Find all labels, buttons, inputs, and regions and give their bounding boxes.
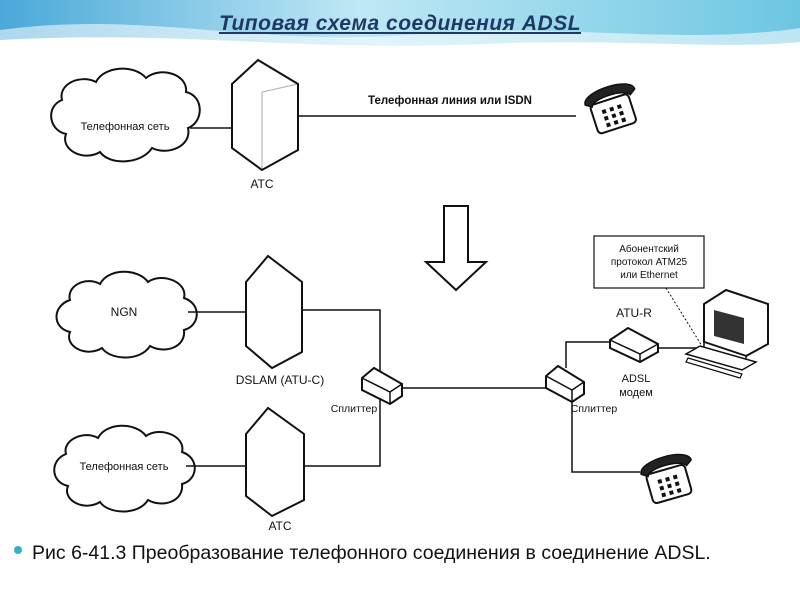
caption-text: Рис 6-41.3 Преобразование телефонного со… — [32, 542, 711, 564]
left-splitter: Сплиттер — [331, 366, 403, 415]
bottom-exchange-label: АТС — [268, 519, 291, 533]
dslam-to-splitter-line — [302, 309, 381, 372]
top-telephone-network-label: Телефонная сеть — [81, 121, 170, 133]
right-splitter: Сплиттер — [545, 364, 618, 415]
top-exchange-label: АТС — [250, 177, 273, 191]
splitter-to-modem-line — [565, 341, 612, 368]
bottom-exchange-box: АТС — [245, 406, 305, 533]
protocol-label-line-3: или Ethernet — [620, 270, 678, 281]
computer-icon — [684, 288, 769, 379]
exchange-to-splitter-line — [304, 398, 381, 467]
protocol-label-line-2: протокол АТМ25 — [611, 257, 688, 268]
modem-label-line-2: модем — [619, 387, 653, 399]
right-splitter-label: Сплиттер — [571, 403, 618, 415]
slide-title: Типовая схема соединения ADSL — [218, 12, 582, 35]
dslam-box: DSLAM (ATU-C) — [236, 254, 324, 387]
bottom-telephone-network-label: Телефонная сеть — [80, 461, 169, 473]
bottom-telephone-network-cloud: Телефонная сеть — [53, 424, 196, 513]
top-line-label: Телефонная линия или ISDN — [368, 95, 532, 107]
bottom-telephone-icon — [637, 448, 702, 507]
transition-arrow-icon — [423, 205, 489, 292]
top-telephone-icon — [580, 78, 646, 137]
atu-r-label: ATU-R — [616, 306, 652, 320]
splitter-to-phone-line — [571, 402, 640, 473]
header-wave-background — [0, 0, 800, 52]
ngn-cloud: NGN — [55, 270, 198, 359]
protocol-label-line-1: Абонентский — [619, 243, 679, 255]
protocol-callout: Абонентский протокол АТМ25 или Ethernet — [593, 235, 705, 347]
bullet-icon — [14, 546, 22, 554]
modem-label-line-1: ADSL — [622, 373, 651, 385]
top-telephone-network-cloud: Телефонная сеть — [50, 67, 201, 163]
dslam-label: DSLAM (ATU-C) — [236, 373, 324, 387]
slide-header: Типовая схема соединения ADSL — [0, 0, 800, 52]
ngn-label: NGN — [111, 305, 138, 319]
top-exchange-box: АТС — [231, 58, 299, 191]
atu-r-modem: ATU-R ADSL модем — [609, 306, 659, 399]
left-splitter-label: Сплиттер — [331, 403, 378, 415]
